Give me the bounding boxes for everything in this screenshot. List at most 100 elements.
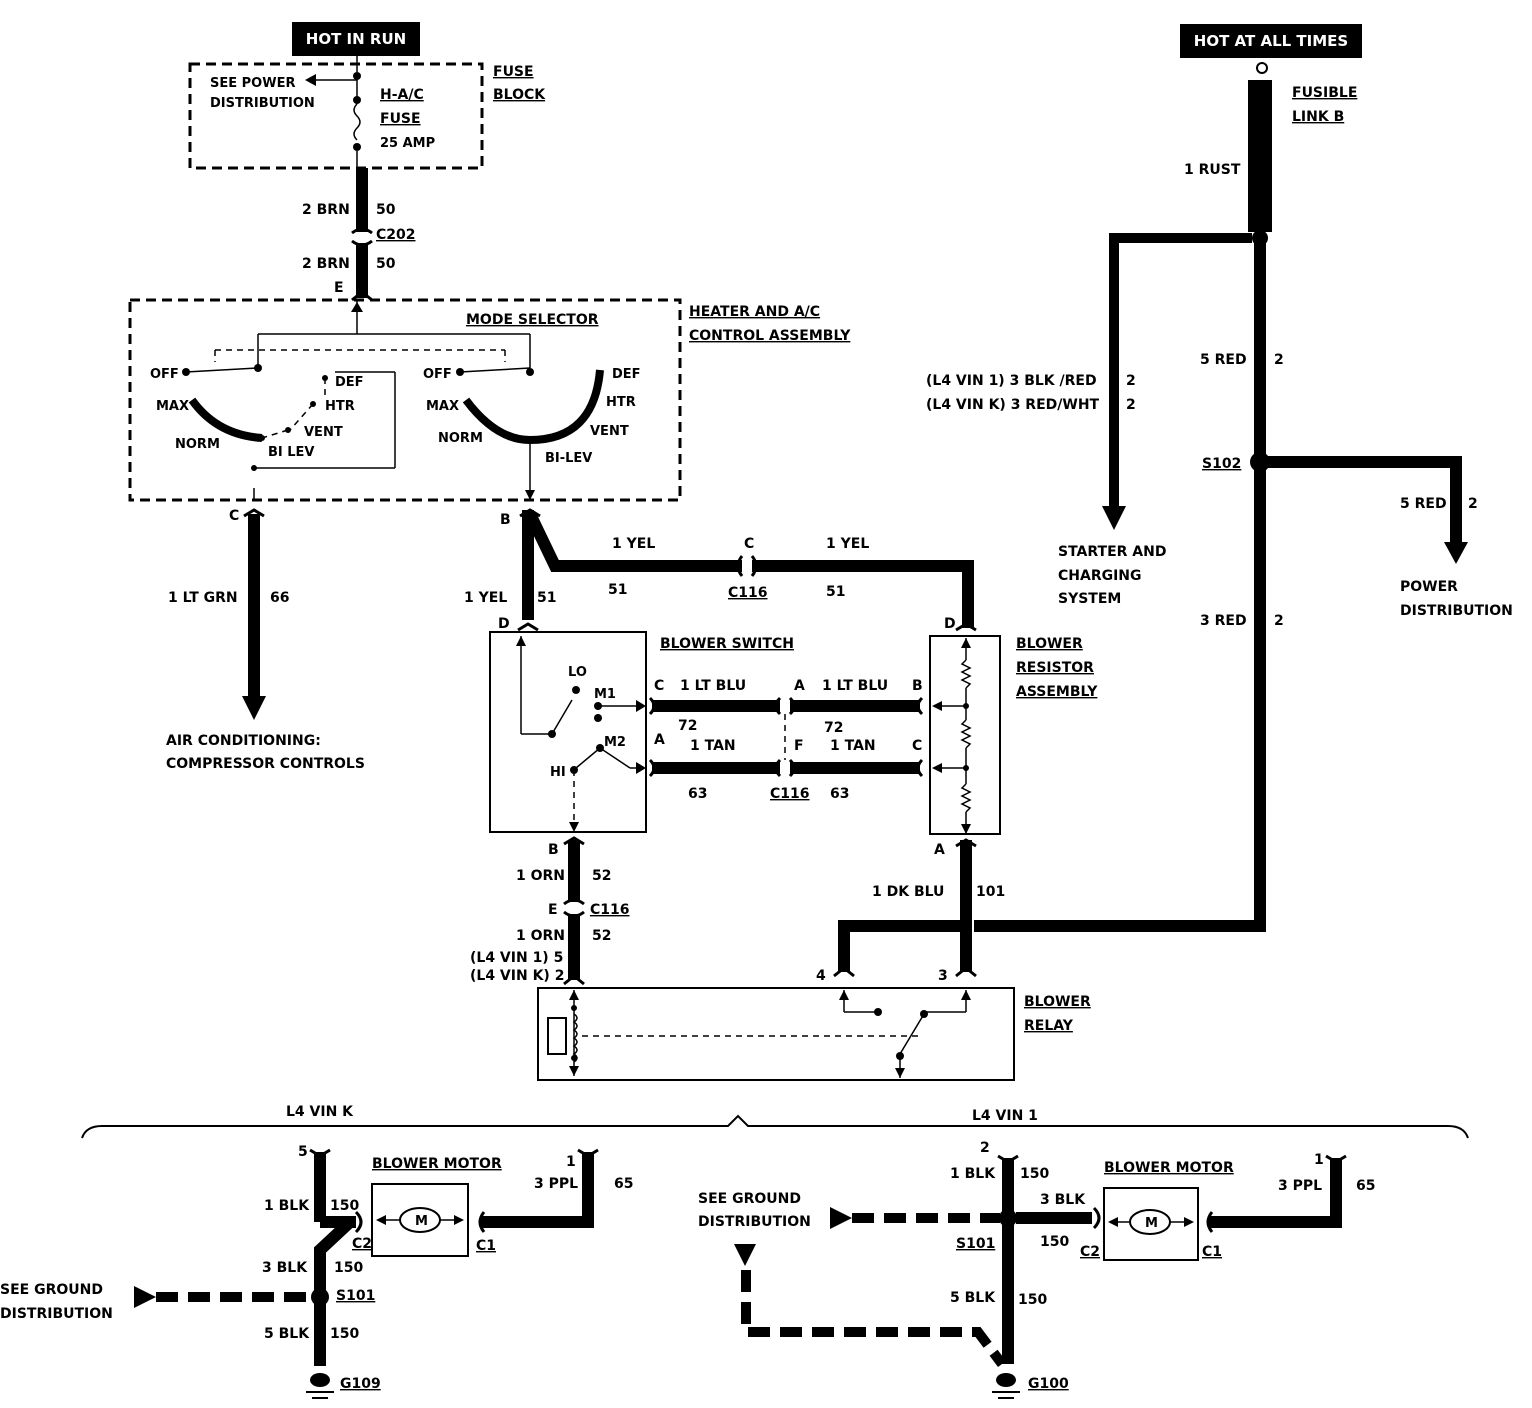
yel-wire-b: 1 YEL xyxy=(826,536,869,552)
vink-title: L4 VIN K xyxy=(286,1104,354,1120)
c116-orn-connector-icon xyxy=(563,898,585,918)
ac-dest-label-2: COMPRESSOR CONTROLS xyxy=(166,756,365,772)
pin-e-connector-icon xyxy=(351,290,373,302)
orn-wire-b: 1 ORN xyxy=(516,928,565,944)
vink-pin-5: 5 xyxy=(298,1144,308,1160)
c202-label: C202 xyxy=(376,227,416,243)
orn-vink: (L4 VIN K) 2 xyxy=(470,968,564,984)
switch-lo: LO xyxy=(568,665,587,680)
red3-circ: 2 xyxy=(1274,613,1284,629)
tan-right-label: 1 TAN xyxy=(830,738,876,754)
wire-vin1-ppl xyxy=(1208,1158,1342,1228)
red5-circ: 2 xyxy=(1274,352,1284,368)
c72-right: 72 xyxy=(824,720,843,736)
ground-icon xyxy=(310,1373,330,1387)
vink-blk3: 3 BLK xyxy=(262,1260,308,1276)
red5-size: 5 RED xyxy=(1200,352,1247,368)
vin1-c2: C2 xyxy=(1080,1244,1100,1260)
left-off-label: OFF xyxy=(150,367,179,382)
vin1-blk5: 5 BLK xyxy=(950,1290,996,1306)
right-vent-label: VENT xyxy=(590,424,629,439)
vin1-see-1: SEE GROUND xyxy=(698,1191,801,1207)
fusible-link-label-1: FUSIBLE xyxy=(1292,85,1357,101)
vink-see-1: SEE GROUND xyxy=(0,1282,103,1298)
vin1-ppl: 3 PPL xyxy=(1278,1178,1322,1194)
yel-circ-a: 51 xyxy=(608,582,627,598)
resistor-label-1: BLOWER xyxy=(1016,636,1083,652)
vin1-pin-1: 1 xyxy=(1314,1152,1324,1168)
resistor-label-2: RESISTOR xyxy=(1016,660,1094,676)
resistor-pin-a: A xyxy=(934,842,945,858)
orn-circ-a: 52 xyxy=(592,868,611,884)
yel-c116: C116 xyxy=(728,585,768,601)
right-def-label: DEF xyxy=(612,367,641,382)
brn-top-size: 2 BRN xyxy=(302,202,350,218)
arrow-down-icon xyxy=(1102,506,1126,530)
wire-vink-blk xyxy=(314,1216,356,1366)
orn-circ-b: 52 xyxy=(592,928,611,944)
vin1-motor-icon xyxy=(1129,1209,1171,1235)
wire-yel-right xyxy=(524,511,742,572)
vin1-pin-2: 2 xyxy=(980,1140,990,1156)
vin1-motor-outline xyxy=(1103,1187,1199,1261)
switch-pin-c: C xyxy=(654,678,664,694)
orn-wire-a: 1 ORN xyxy=(516,868,565,884)
right-norm-label: NORM xyxy=(438,431,483,446)
vin1-s101-splice xyxy=(999,1209,1017,1227)
resistor-3-icon xyxy=(960,783,972,813)
vin1-ground: G100 xyxy=(1028,1376,1069,1392)
starter-label-3: SYSTEM xyxy=(1058,591,1121,607)
right-off-label: OFF xyxy=(423,367,452,382)
wire-vink-ppl xyxy=(480,1152,594,1228)
vink-c65: 65 xyxy=(614,1176,633,1192)
vink-c150a: 150 xyxy=(330,1198,359,1214)
power-dist-2: DISTRIBUTION xyxy=(1400,603,1513,619)
s102-label: S102 xyxy=(1202,456,1241,472)
ac-wire-label: 1 LT GRN xyxy=(168,590,238,606)
right-htr-label: HTR xyxy=(606,395,636,410)
battery-terminal-icon xyxy=(1256,62,1268,74)
fusible-link-wire: 1 RUST xyxy=(1184,162,1241,178)
see-power-label-1: SEE POWER xyxy=(210,76,295,91)
left-mode-arc xyxy=(188,397,263,442)
ac-dest-label-1: AIR CONDITIONING: xyxy=(166,733,321,749)
wire-relay-feed xyxy=(838,920,966,972)
left-bilev-label: BI LEV xyxy=(268,445,315,460)
vink-motor-m: M xyxy=(415,1214,428,1229)
vin1-blk3: 3 BLK xyxy=(1040,1192,1086,1208)
vin1-wire: (L4 VIN 1) 3 BLK /RED xyxy=(926,373,1097,389)
control-pin-b: B xyxy=(500,512,511,528)
orn-vin1: (L4 VIN 1) 5 xyxy=(470,950,563,966)
tan-left-label: 1 TAN xyxy=(690,738,736,754)
vink-ground: G109 xyxy=(340,1376,381,1392)
c72-left: 72 xyxy=(678,718,697,734)
brn-bot-size: 2 BRN xyxy=(302,256,350,272)
resistor-pin-b: B xyxy=(912,678,923,694)
vink-blk1: 1 BLK xyxy=(264,1198,310,1214)
vin1-s101: S101 xyxy=(956,1236,995,1252)
brn-top-circ: 50 xyxy=(376,202,396,218)
arrow-left-icon xyxy=(305,74,316,86)
vink-see-2: DISTRIBUTION xyxy=(0,1306,113,1322)
left-max-label: MAX xyxy=(156,399,189,414)
dkblu-circ-label: 101 xyxy=(976,884,1005,900)
see-power-label-2: DISTRIBUTION xyxy=(210,96,315,111)
vink-motor-outline xyxy=(371,1183,469,1257)
vin1-see-2: DISTRIBUTION xyxy=(698,1214,811,1230)
ground-icon xyxy=(996,1373,1016,1387)
hot-at-all-times-header-box xyxy=(1180,24,1362,58)
vink-s101: S101 xyxy=(336,1288,375,1304)
fuse-rating: 25 AMP xyxy=(380,136,435,151)
hot-in-run-header-box xyxy=(292,22,420,56)
resistor-pin-c: C xyxy=(912,738,922,754)
pin-e-label: E xyxy=(334,280,344,296)
starter-label-1: STARTER AND xyxy=(1058,544,1166,560)
switch-pin-a: A xyxy=(654,732,665,748)
hot-in-run-header: HOT IN RUN xyxy=(306,30,406,48)
blower-relay-outline xyxy=(537,987,1015,1081)
starter-label-2: CHARGING xyxy=(1058,568,1142,584)
red3-size: 3 RED xyxy=(1200,613,1247,629)
switch-m1: M1 xyxy=(594,687,616,702)
vink-circ: 2 xyxy=(1126,397,1136,413)
